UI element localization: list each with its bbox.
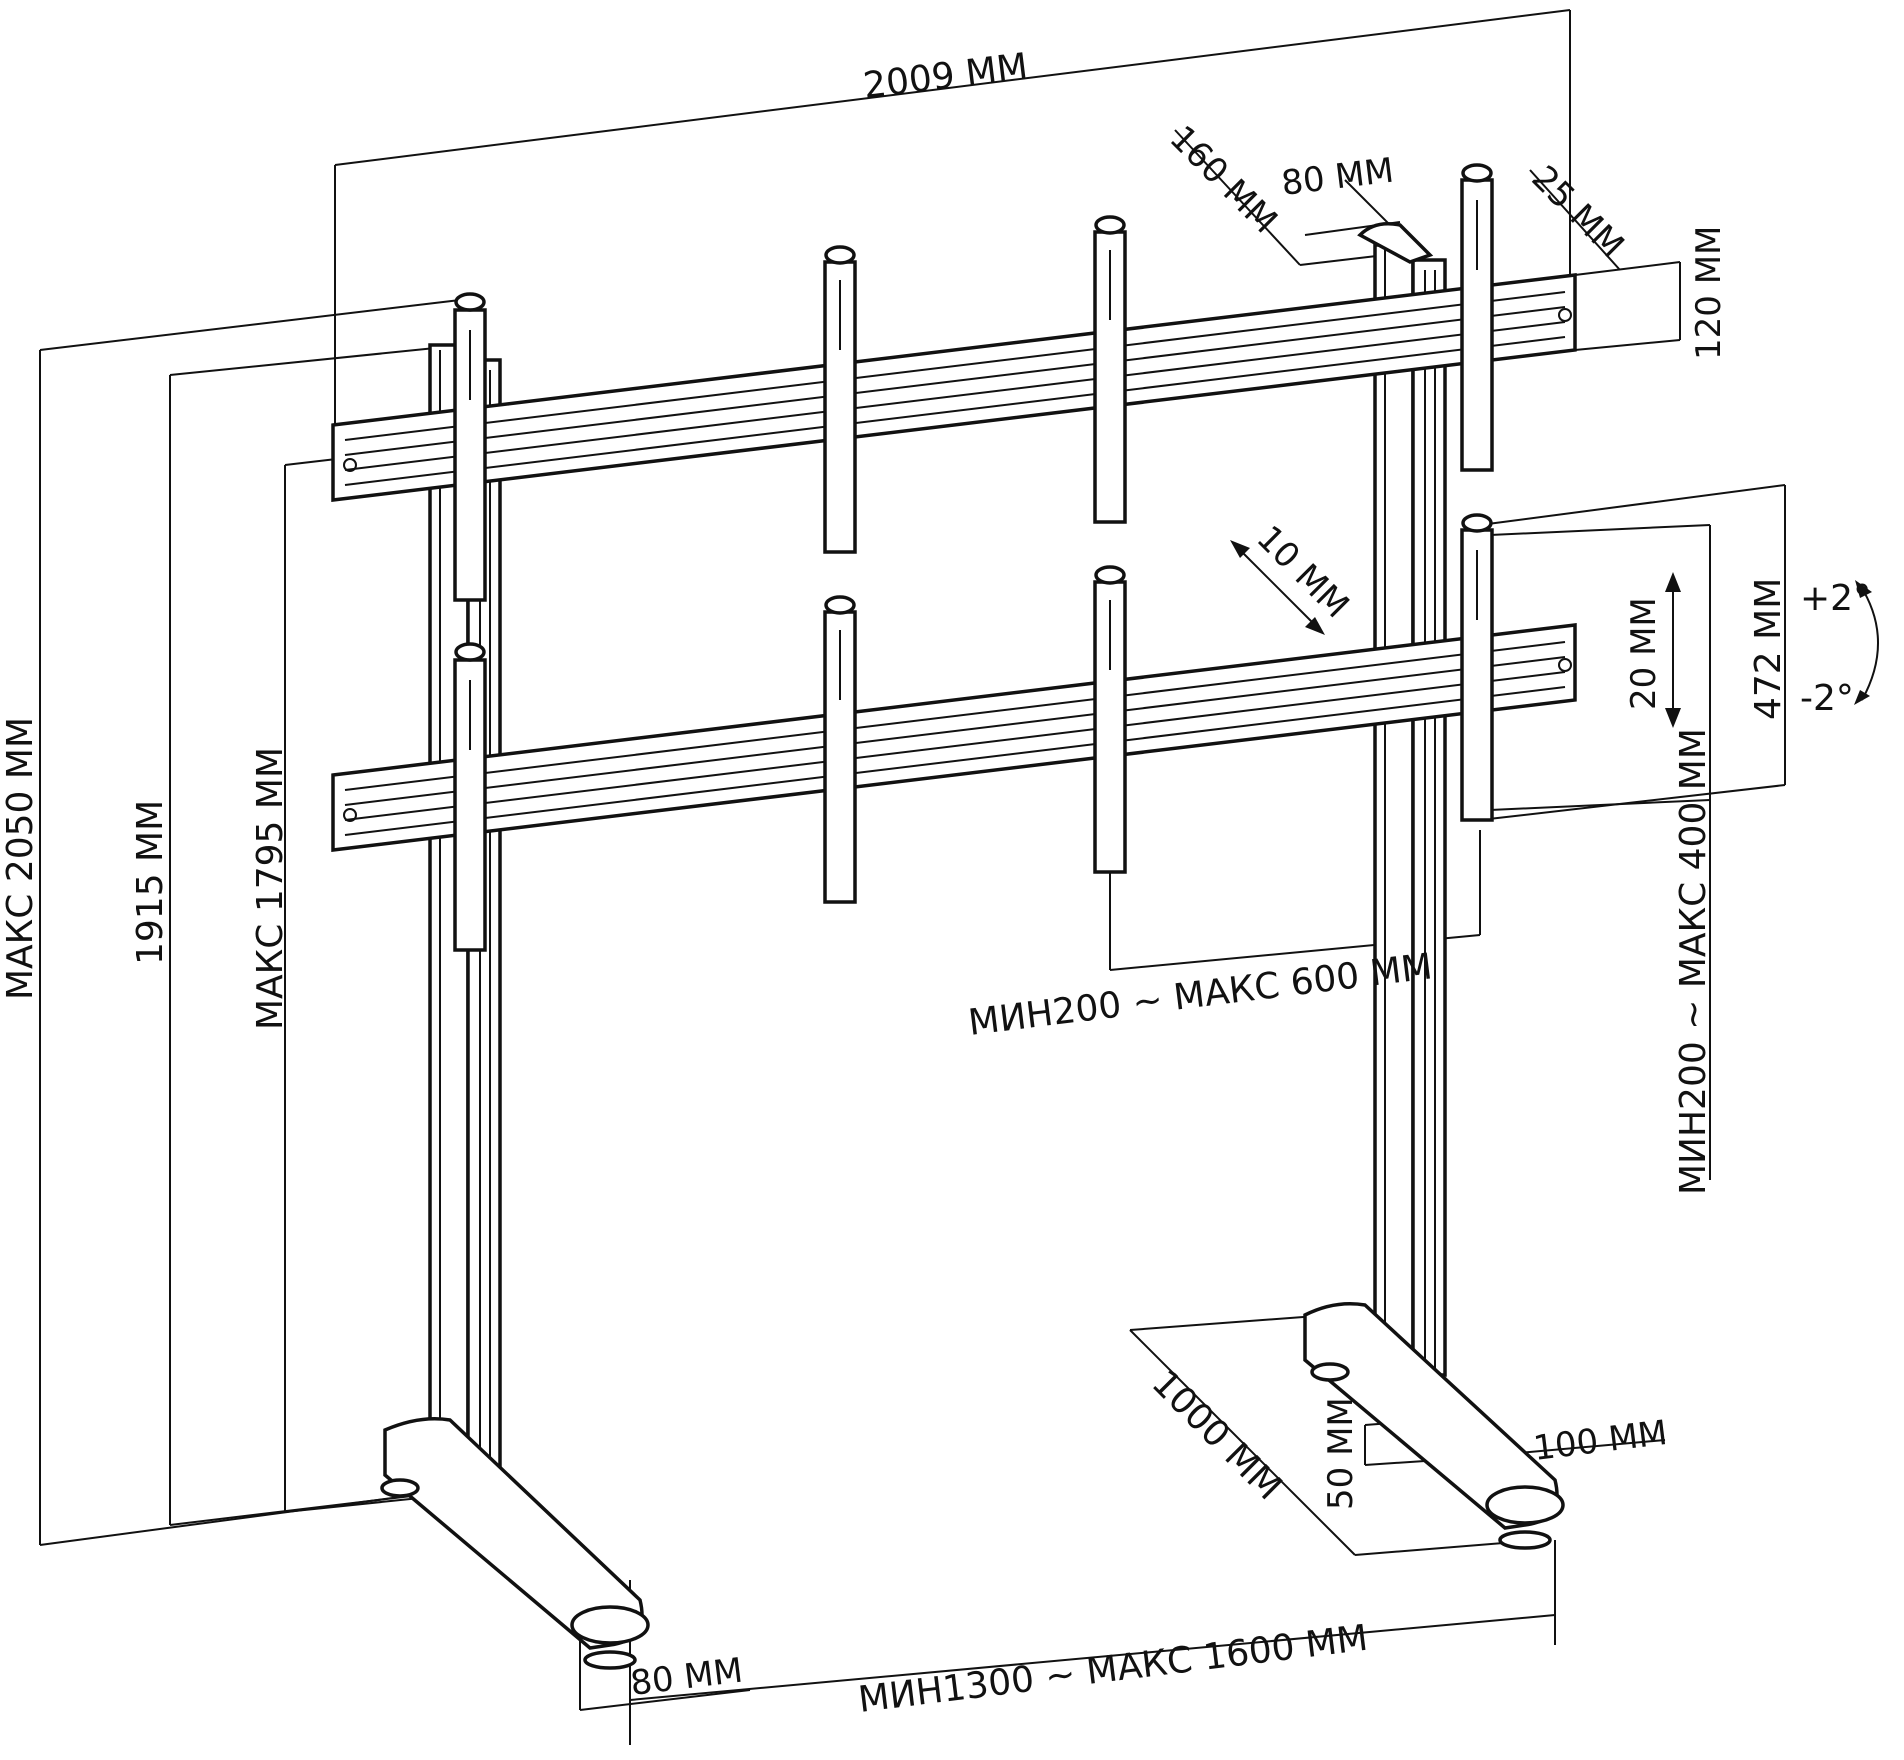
- left-foot: [380, 1417, 650, 1670]
- top-rail: [331, 273, 1577, 502]
- right-foot: [1303, 1302, 1565, 1550]
- bottom-rail: [331, 623, 1577, 852]
- bracket-bottom-2: [823, 595, 857, 904]
- bracket-top-1: [453, 292, 487, 602]
- bracket-bottom-4: [1460, 513, 1494, 822]
- label-upright-spacing: МИН1300 ~ МАКС 1600 MM: [856, 1618, 1370, 1721]
- right-upright: [1357, 222, 1447, 1377]
- label-plate-height: 472 MM: [1748, 578, 1789, 720]
- label-max-total-height: МАКС 2050 MM: [0, 717, 41, 1000]
- label-rail-height: 120 MM: [1689, 226, 1729, 360]
- label-vertical-adjust: 20 MM: [1624, 597, 1664, 710]
- label-bracket-width: 160 MM: [1162, 118, 1285, 241]
- label-foot-length: 1000 MM: [1144, 1362, 1290, 1508]
- dimension-lines: [39, 9, 1879, 1745]
- label-foot-width: 100 MM: [1531, 1413, 1669, 1469]
- label-rail-offset: 25 MM: [1524, 158, 1632, 266]
- bracket-top-2: [823, 245, 857, 554]
- label-depth-adjust: 10 MM: [1249, 518, 1357, 626]
- label-foot-end: 80 MM: [628, 1650, 745, 1703]
- label-tilt-minus: -2°: [1800, 678, 1854, 719]
- label-vertical-vesa: МИН200 ~ МАКС 400 MM: [1673, 728, 1714, 1195]
- dimension-labels: 2009 MM 160 MM 80 MM 25 MM 120 MM 10 MM …: [0, 46, 1871, 1721]
- label-tilt-plus: +2°: [1800, 578, 1871, 619]
- bracket-bottom-3: [1093, 565, 1127, 874]
- label-overall-width: 2009 MM: [861, 46, 1030, 107]
- bracket-bottom-1: [453, 642, 487, 952]
- label-total-height: 1915 MM: [130, 800, 171, 965]
- label-foot-clearance: 50 MM: [1321, 1397, 1361, 1510]
- label-max-rail-height: МАКС 1795 MM: [250, 747, 291, 1030]
- bracket-top-3: [1093, 215, 1127, 524]
- label-bracket-gap: 80 MM: [1279, 150, 1396, 203]
- bracket-top-4: [1460, 163, 1494, 472]
